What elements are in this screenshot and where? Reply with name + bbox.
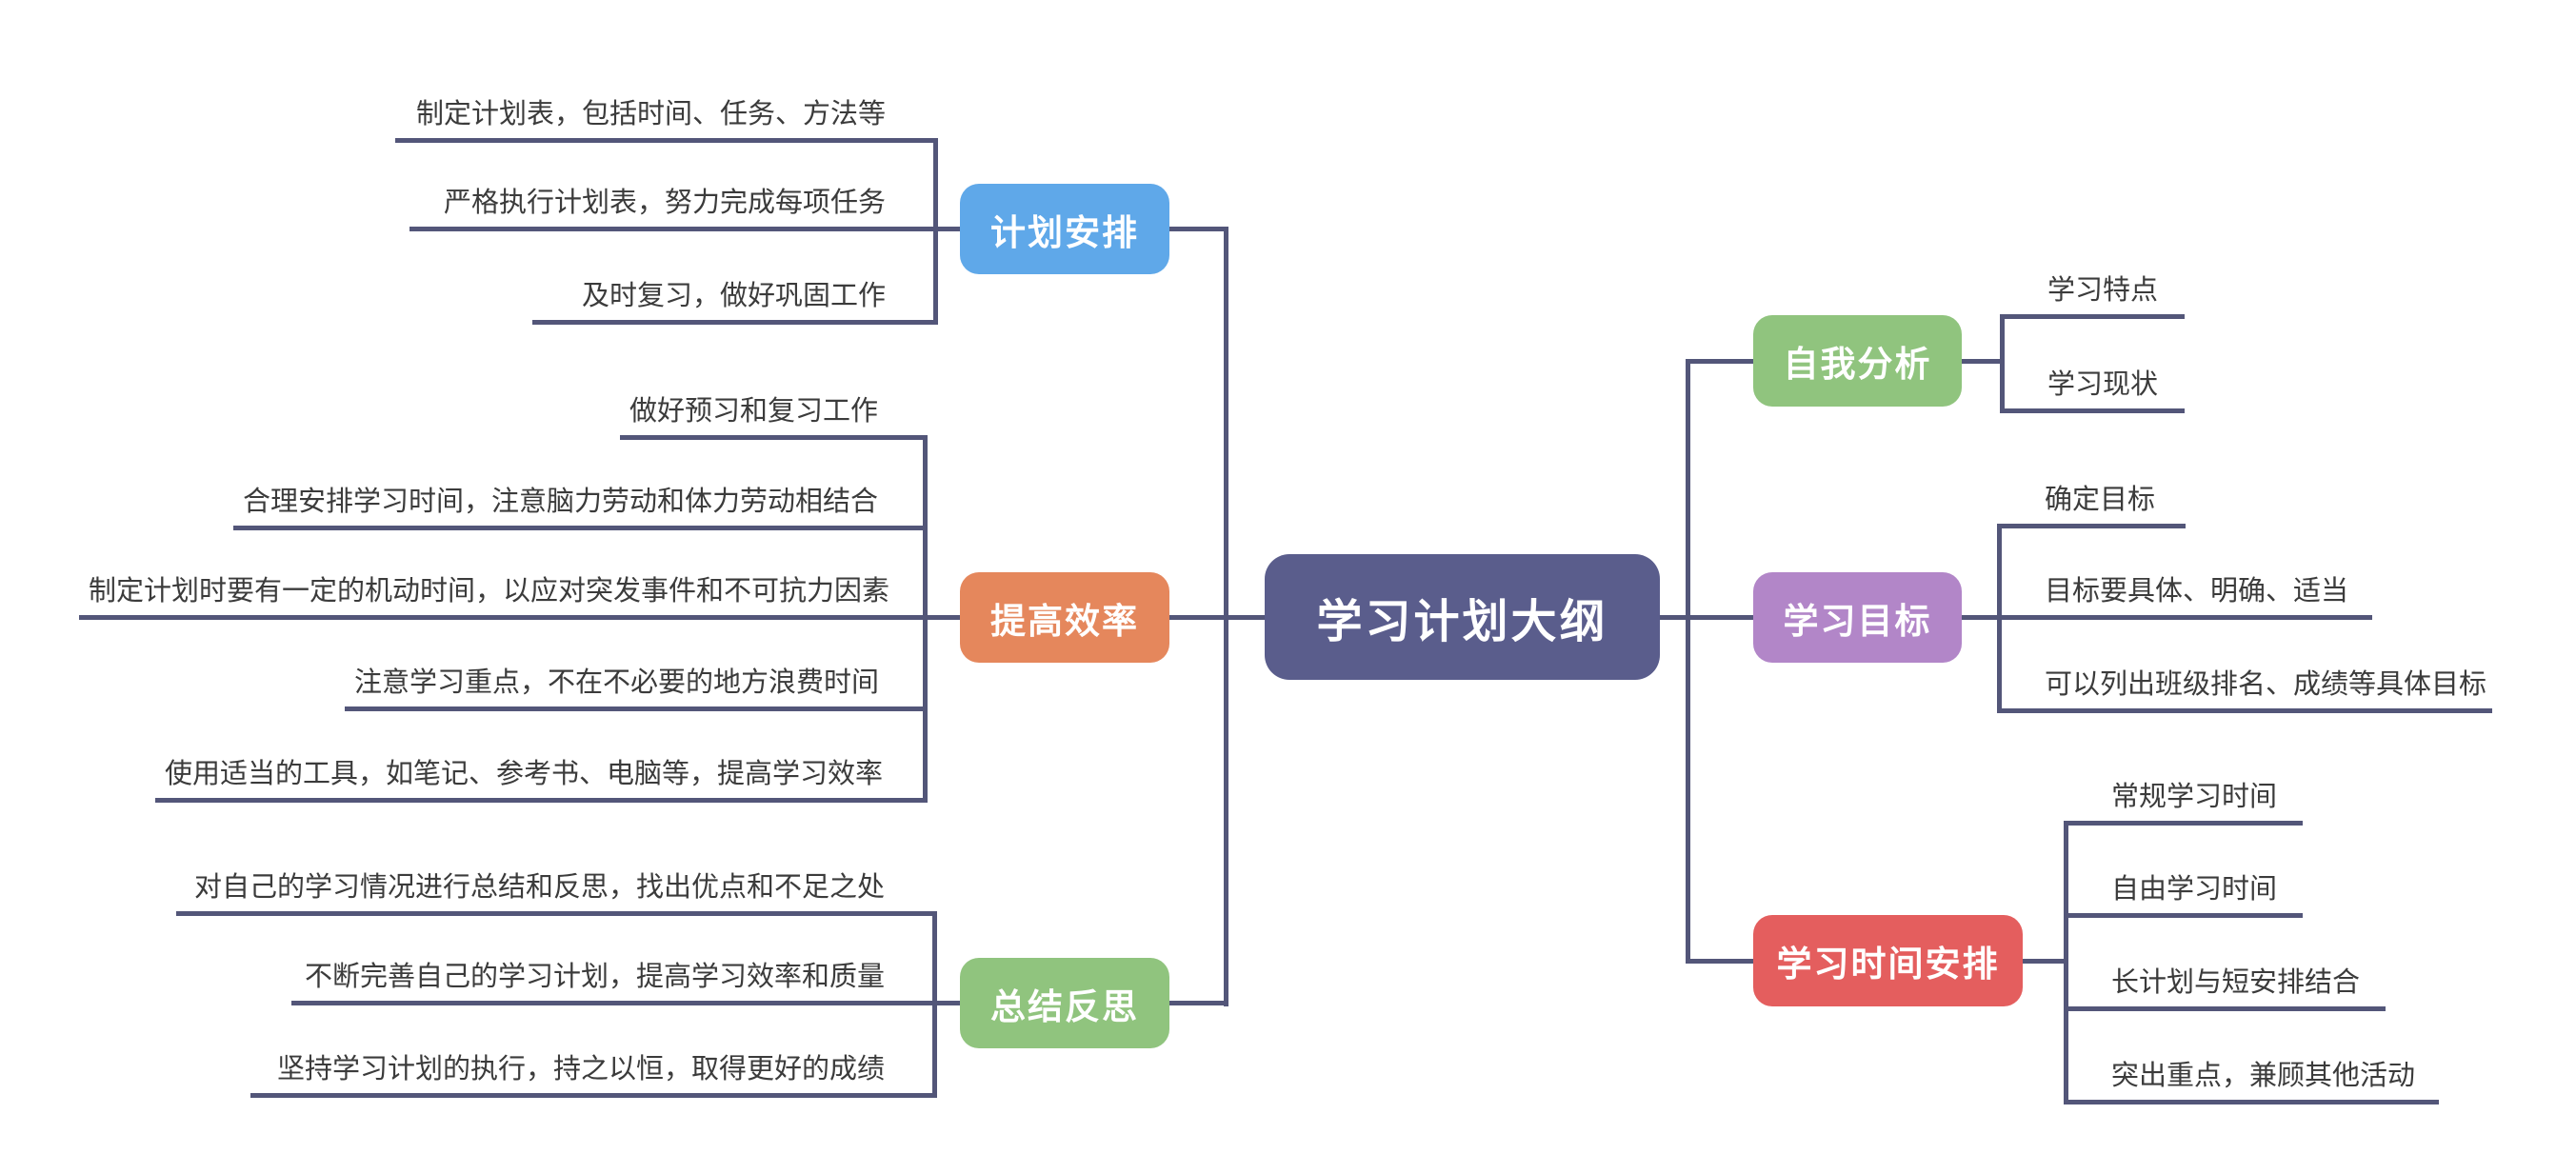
subtopic-efficiency-2[interactable]: 合理安排学习时间，注意脑力劳动和体力劳动相结合 <box>233 483 928 530</box>
selfanalysis-child-spine-line <box>2000 314 2005 413</box>
subtopic-efficiency-3[interactable]: 制定计划时要有一定的机动时间，以应对突发事件和不可抗力因素 <box>79 572 928 620</box>
subtopic-goals-2[interactable]: 目标要具体、明确、适当 <box>1997 572 2372 620</box>
connector-line-plan-childspine <box>938 227 960 231</box>
subtopic-summary-1[interactable]: 对自己的学习情况进行总结和反思，找出优点和不足之处 <box>176 868 937 916</box>
subtopic-goals-1[interactable]: 确定目标 <box>1997 481 2186 528</box>
branch-node-summary-reflection[interactable]: 总结反思 <box>960 958 1169 1048</box>
subtopic-goals-3[interactable]: 可以列出班级排名、成绩等具体目标 <box>1997 666 2492 713</box>
timeplan-stub-line <box>2023 959 2068 964</box>
goals-stub-line <box>1962 615 2002 620</box>
subtopic-plan-1[interactable]: 制定计划表，包括时间、任务、方法等 <box>395 95 938 143</box>
subtopic-efficiency-5[interactable]: 使用适当的工具，如笔记、参考书、电脑等，提高学习效率 <box>155 755 928 803</box>
connector-line-spine-to-selfanalysis <box>1686 359 1753 364</box>
timeplan-child-spine-line <box>2064 821 2068 1104</box>
branch-node-plan-schedule[interactable]: 计划安排 <box>960 184 1169 274</box>
branch-node-study-time-arrangement[interactable]: 学习时间安排 <box>1753 915 2023 1006</box>
connector-line-root-to-goals <box>1660 615 1753 620</box>
plan-child-spine-line <box>933 138 938 325</box>
subtopic-timeplan-1[interactable]: 常规学习时间 <box>2064 778 2303 826</box>
selfanalysis-stub-line <box>1962 359 2005 364</box>
root-topic-node[interactable]: 学习计划大纲 <box>1265 554 1660 680</box>
connector-line-efficiency-childspine <box>923 615 960 620</box>
subtopic-summary-2[interactable]: 不断完善自己的学习计划，提高学习效率和质量 <box>291 958 937 1005</box>
connector-line-efficiency-to-root <box>1169 615 1265 620</box>
subtopic-selfanalysis-2[interactable]: 学习现状 <box>2000 366 2185 413</box>
subtopic-timeplan-4[interactable]: 突出重点，兼顾其他活动 <box>2064 1057 2439 1104</box>
subtopic-efficiency-1[interactable]: 做好预习和复习工作 <box>620 392 928 440</box>
subtopic-plan-2[interactable]: 严格执行计划表，努力完成每项任务 <box>409 184 938 231</box>
right-main-spine-line <box>1686 359 1690 964</box>
connector-line-spine-to-timeplan <box>1686 959 1753 964</box>
branch-node-improve-efficiency[interactable]: 提高效率 <box>960 572 1169 663</box>
connector-line-summary-to-spine <box>1169 1001 1228 1005</box>
connector-line-plan-to-spine <box>1169 227 1228 231</box>
branch-node-self-analysis[interactable]: 自我分析 <box>1753 315 1962 407</box>
subtopic-selfanalysis-1[interactable]: 学习特点 <box>2000 271 2185 319</box>
subtopic-timeplan-2[interactable]: 自由学习时间 <box>2064 870 2303 918</box>
subtopic-efficiency-4[interactable]: 注意学习重点，不在不必要的地方浪费时间 <box>345 664 928 711</box>
subtopic-timeplan-3[interactable]: 长计划与短安排结合 <box>2064 964 2386 1011</box>
subtopic-plan-3[interactable]: 及时复习，做好巩固工作 <box>532 277 938 325</box>
connector-line-summary-childspine <box>937 1001 960 1005</box>
subtopic-summary-3[interactable]: 坚持学习计划的执行，持之以恒，取得更好的成绩 <box>250 1050 937 1098</box>
branch-node-study-goals[interactable]: 学习目标 <box>1753 572 1962 663</box>
